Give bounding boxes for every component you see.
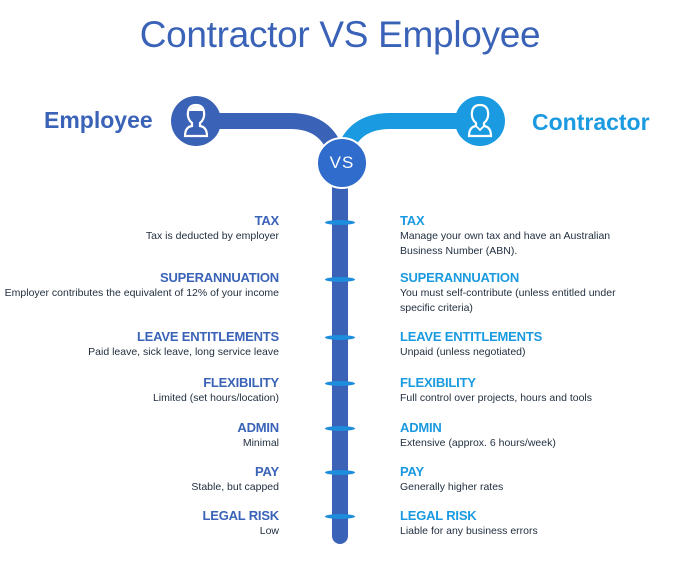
row-heading: TAX <box>254 213 280 228</box>
contractor-description: Generally higher rates <box>400 481 504 493</box>
employee-description: Employer contributes the equivalent of 1… <box>4 287 279 299</box>
timeline-tick <box>325 277 355 282</box>
employee-description: Limited (set hours/location) <box>152 392 279 404</box>
employee-description: Minimal <box>242 437 279 449</box>
timeline-bar <box>332 185 348 544</box>
row-heading: SUPERANNUATION <box>159 270 279 285</box>
contractor-row-legal-risk: LEGAL RISK Liable for any business error… <box>400 508 690 539</box>
employee-description: Tax is deducted by employer <box>145 230 279 242</box>
vs-badge: VS <box>316 137 368 189</box>
employee-description: Paid leave, sick leave, long service lea… <box>88 346 279 358</box>
employee-row-leave: LEAVE ENTITLEMENTS Paid leave, sick leav… <box>0 329 279 360</box>
employee-description: Low <box>259 525 279 537</box>
employee-description: Stable, but capped <box>191 481 279 493</box>
timeline-tick <box>325 470 355 475</box>
contractor-description: Manage your own tax and have an Australi… <box>400 230 611 257</box>
row-heading: LEAVE ENTITLEMENTS <box>136 329 279 344</box>
row-heading: PAY <box>255 464 279 479</box>
timeline-tick <box>325 220 355 225</box>
timeline-tick <box>325 381 355 386</box>
employee-avatar-icon <box>171 96 221 146</box>
row-heading: ADMIN <box>237 420 279 435</box>
row-heading: LEGAL RISK <box>400 508 477 523</box>
page-title: Contractor VS Employee <box>139 14 541 55</box>
row-heading: LEGAL RISK <box>202 508 280 523</box>
employee-row-superannuation: SUPERANNUATION Employer contributes the … <box>0 270 280 301</box>
row-heading: TAX <box>400 213 425 228</box>
row-heading: FLEXIBILITY <box>400 375 476 390</box>
contractor-row-leave: LEAVE ENTITLEMENTS Unpaid (unless negoti… <box>400 329 690 360</box>
timeline-tick <box>325 335 355 340</box>
contractor-label: Contractor <box>532 109 650 135</box>
employee-label: Employee <box>44 107 153 133</box>
contractor-description: Liable for any business errors <box>400 525 538 537</box>
contractor-row-admin: ADMIN Extensive (approx. 6 hours/week) <box>400 420 690 451</box>
contractor-description: Extensive (approx. 6 hours/week) <box>400 437 556 449</box>
contractor-description: You must self-contribute (unless entitle… <box>400 287 616 314</box>
row-heading: SUPERANNUATION <box>400 270 520 285</box>
row-heading: PAY <box>400 464 424 479</box>
contractor-row-pay: PAY Generally higher rates <box>400 464 690 495</box>
contractor-description: Unpaid (unless negotiated) <box>400 346 526 358</box>
employee-row-legal-risk: LEGAL RISK Low <box>0 508 280 539</box>
row-heading: LEAVE ENTITLEMENTS <box>400 329 543 344</box>
contractor-row-flexibility: FLEXIBILITY Full control over projects, … <box>400 375 690 406</box>
timeline-tick <box>325 514 355 519</box>
contractor-description: Full control over projects, hours and to… <box>400 392 593 404</box>
contractor-row-tax: TAX Manage your own tax and have an Aust… <box>400 213 690 259</box>
row-heading: ADMIN <box>400 420 442 435</box>
timeline-tick <box>325 426 355 431</box>
employee-row-tax: TAX Tax is deducted by employer <box>0 213 279 244</box>
contractor-avatar-icon <box>455 96 505 146</box>
employee-row-pay: PAY Stable, but capped <box>0 464 279 495</box>
employee-row-admin: ADMIN Minimal <box>0 420 279 451</box>
row-heading: FLEXIBILITY <box>203 375 279 390</box>
contractor-row-superannuation: SUPERANNUATION You must self-contribute … <box>400 270 690 316</box>
employee-row-flexibility: FLEXIBILITY Limited (set hours/location) <box>0 375 279 406</box>
